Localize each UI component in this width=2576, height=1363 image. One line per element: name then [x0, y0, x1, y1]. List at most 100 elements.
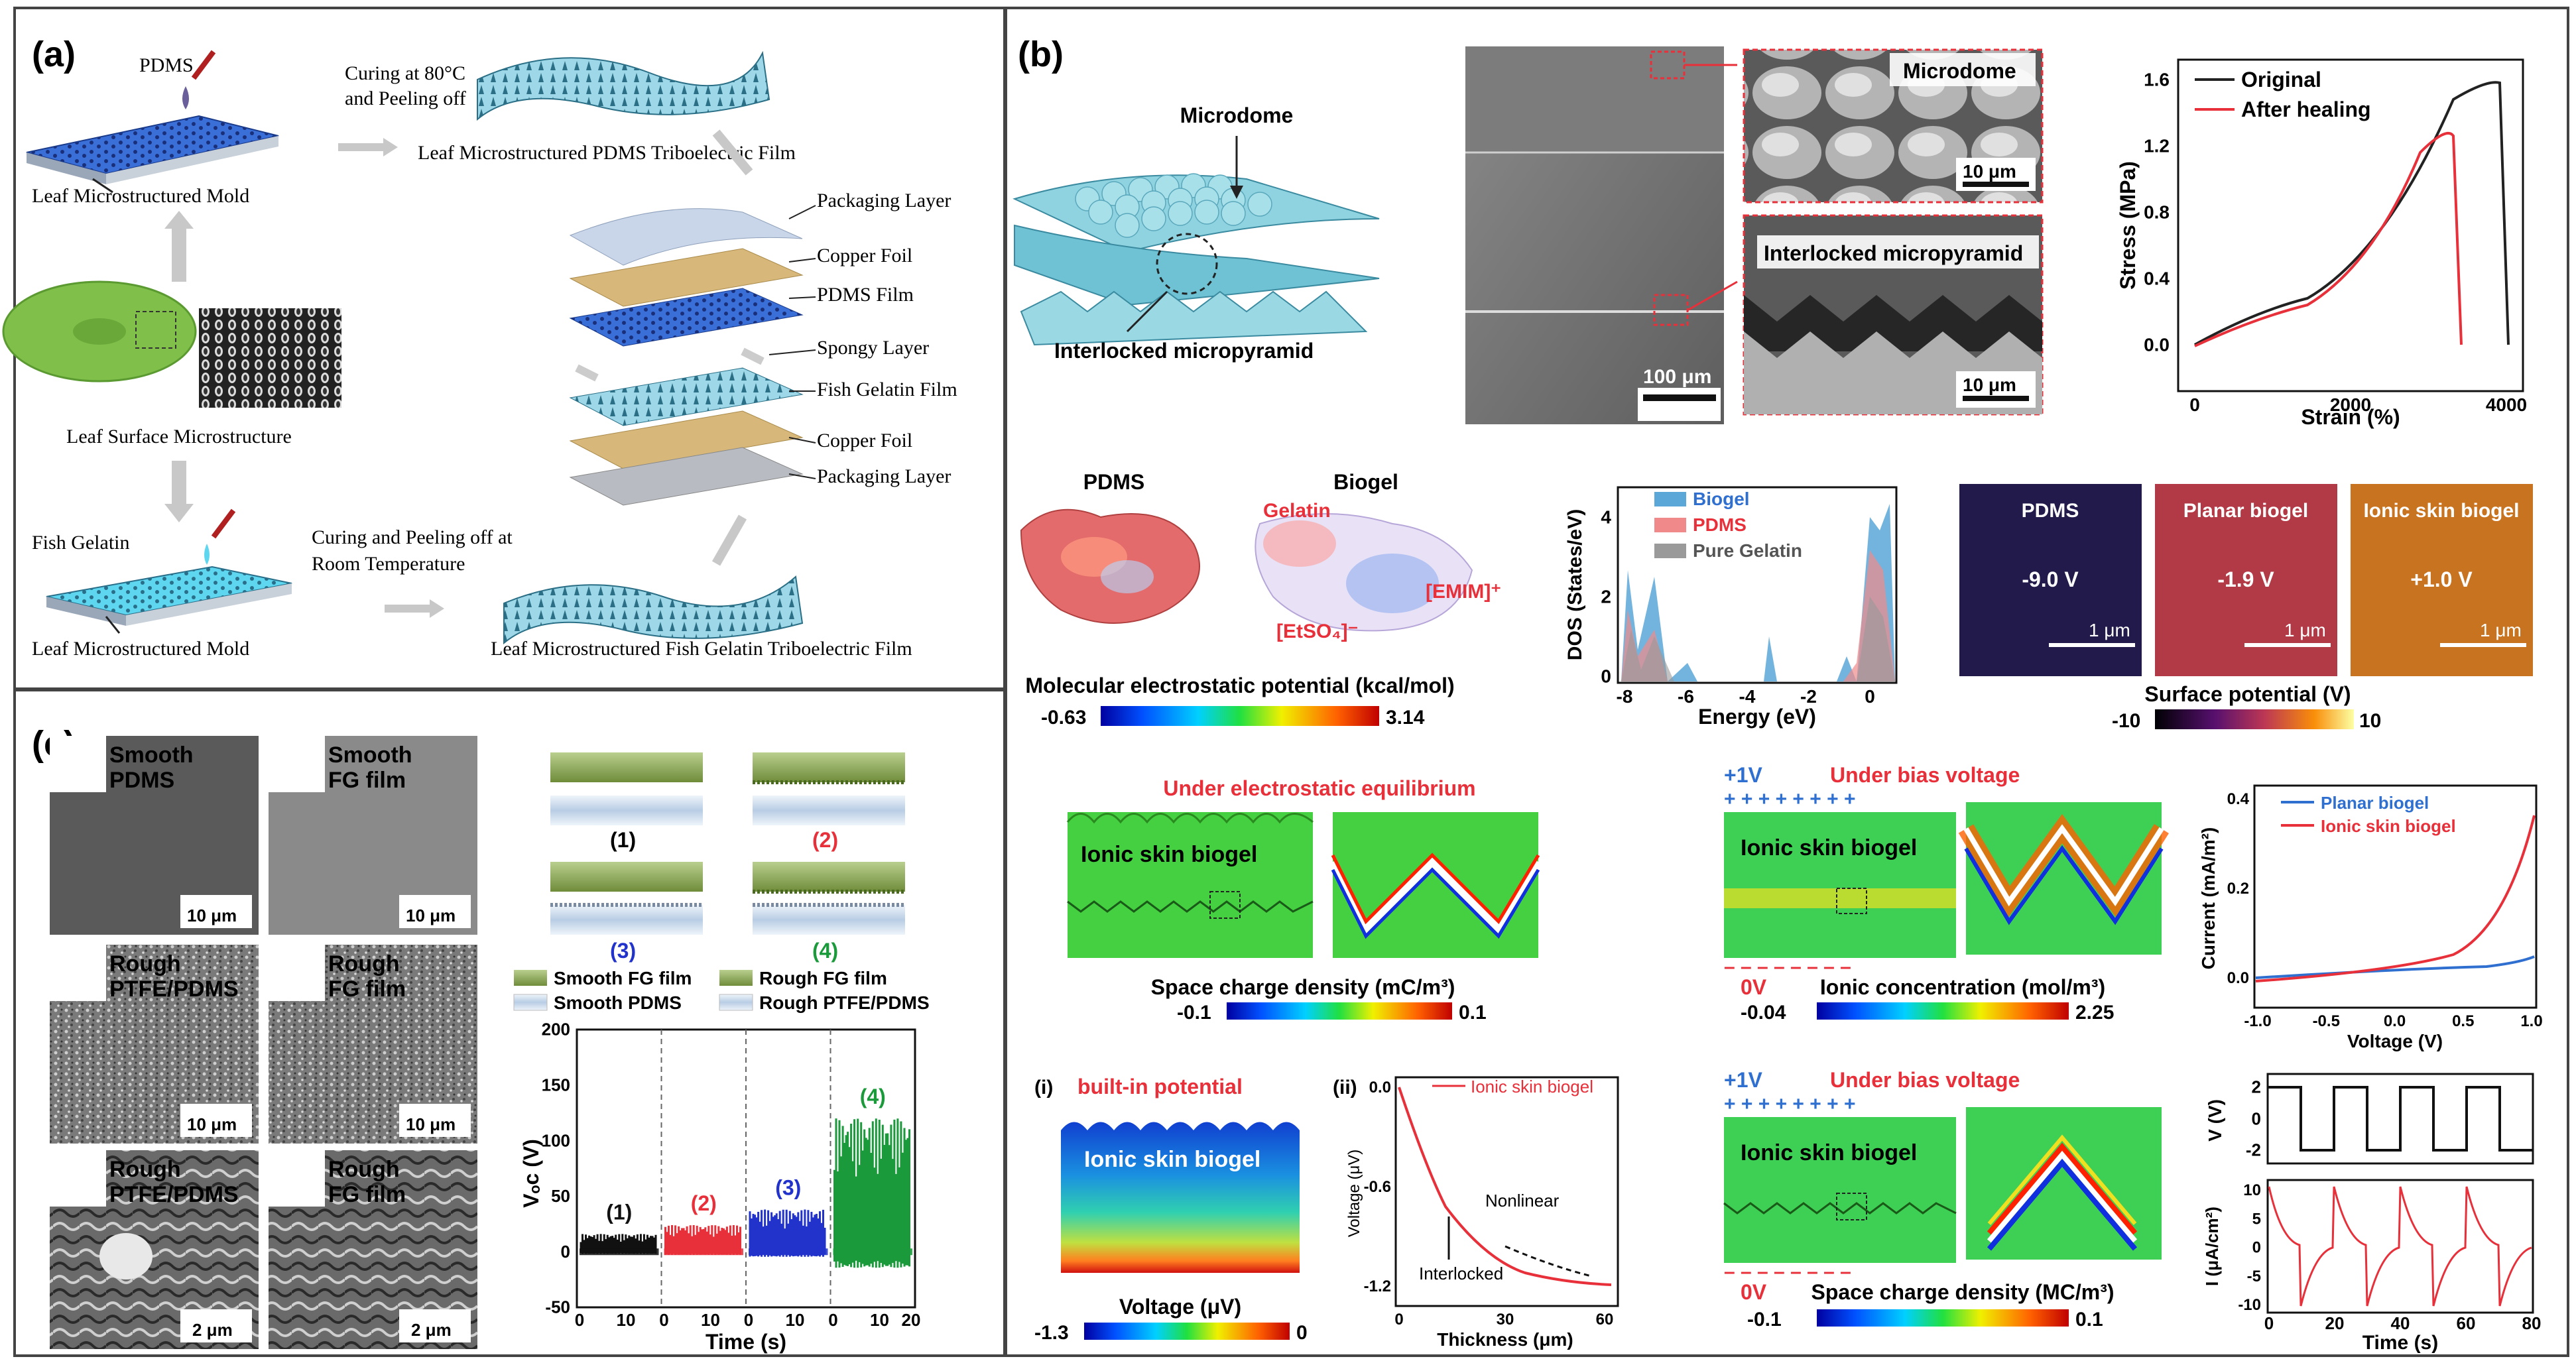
sim3-zoom-positive [1987, 1142, 2138, 1235]
sem-2-line1: Rough [109, 951, 181, 977]
thick-series [1398, 1087, 1612, 1286]
legend-swatch-3 [719, 994, 753, 1011]
mep-max: 3.14 [1386, 707, 1425, 729]
sim3-minus-row: – – – – – – – – [1724, 1261, 1851, 1283]
stress-legend-label-0: Original [2241, 68, 2321, 91]
pulse-i-frame [2266, 1179, 2534, 1314]
iv-axes-frame [2253, 784, 2538, 1009]
sem-interlocked-pyramids [1744, 295, 2042, 351]
sim2-bar-title: Ionic concentration (mol/m³) [1820, 975, 2105, 999]
iv-series-planar [2255, 955, 2535, 979]
pulse-v-frame [2266, 1073, 2534, 1165]
sim3-zoombox [1836, 1193, 1867, 1220]
sim1-body [1068, 812, 1313, 958]
voc-y-tick-3: 50 [551, 1186, 570, 1206]
sem-zoom-microdome: Microdome 10 μm [1743, 48, 2044, 204]
dos-series-gelatin [1621, 597, 1895, 682]
mep-emim-label: [EMIM]⁺ [1426, 581, 1501, 603]
sem-0-line1: Smooth [109, 742, 194, 768]
dos-legend-label-1: PDMS [1693, 514, 1747, 535]
sim-bias-ionic: +1V Under bias voltage + + + + + + + + I… [1724, 763, 2169, 1024]
stress-x-tick-2: 4000 [2486, 394, 2527, 415]
voc-ylabel: Vₒᴄ (V) [519, 1139, 543, 1208]
thick-legend-label: Ionic skin biogel [1471, 1077, 1593, 1096]
dos-y-tick-2: 4 [1601, 506, 1611, 527]
leaf-mold-1-label: Leaf Microstructured Mold [32, 185, 249, 207]
stress-strain-chart: Stress (MPa) Strain (%) Original After h… [2116, 58, 2527, 429]
sim2-title: Under bias voltage [1830, 763, 2020, 787]
thick-x-tick-2: 60 [1596, 1311, 1614, 1329]
config-legend: Smooth FG film Rough FG film Smooth PDMS… [513, 968, 930, 1013]
panel-b: (b) Microdome Interlocked micropyramid [1012, 34, 2543, 1354]
kpfm-scale-1: 1 μm [2284, 620, 2326, 640]
thick-nonlinear-arrow [1504, 1245, 1592, 1277]
sim-equilibrium: Under electrostatic equilibrium Ionic sk… [1066, 776, 1542, 1024]
iv-chart: Current (mA/m²) Voltage (V) Planar bioge… [2198, 784, 2543, 1051]
sim1-zoombox [1209, 891, 1241, 919]
sem-1-scalebox [399, 895, 471, 928]
sim3-zoom-negative [1987, 1158, 2138, 1251]
pulse-chart: V (V) I (μA/cm²) Time (s) 20-21050-5-100… [2202, 1073, 2542, 1354]
sem-10a-scale: 10 μm [1963, 161, 2016, 182]
sem-4-line1: Rough [109, 1157, 181, 1182]
pulse-i-tick-2: 0 [2252, 1239, 2261, 1257]
sem-2-line2: PTFE/PDMS [109, 977, 239, 1002]
gelatin-droplet-icon [204, 544, 210, 565]
config-3-label: (3) [610, 939, 636, 963]
arrow-right-2-head-icon [430, 599, 444, 618]
stack-labels: Packaging Layer Copper Foil PDMS Film Sp… [768, 190, 957, 487]
pdms-label: PDMS [139, 54, 194, 76]
kpfm-scalebar-1 [2244, 643, 2331, 647]
legend-label-0: Smooth FG film [554, 968, 692, 988]
pulse-i-tick-4: -10 [2238, 1296, 2261, 1314]
voc-x-tick-5: 10 [785, 1310, 804, 1330]
config-2-bottom [753, 796, 905, 825]
curing-rt-2-label: Room Temperature [312, 553, 465, 575]
mep-pdms-blue [1101, 560, 1154, 593]
sim2-min: -0.04 [1741, 1002, 1786, 1024]
kpfm-min: -10 [2112, 710, 2140, 732]
stack-packaging-top [569, 208, 803, 266]
kpfm-scalebar-2 [2440, 643, 2526, 647]
iv-legend-label-0: Planar biogel [2321, 793, 2429, 813]
sim1-zoom-negative [1331, 867, 1540, 939]
leaf-surface-label: Leaf Surface Microstructure [66, 426, 292, 447]
stress-series-healed [2194, 132, 2463, 347]
stress-y-tick-2: 0.8 [2144, 202, 2170, 222]
stack-fg [569, 367, 804, 426]
sem-5-line1: Rough [328, 1157, 400, 1182]
stack-pointer-1 [788, 258, 816, 263]
pulse-x-tick-4: 80 [2522, 1313, 2542, 1333]
sim2-minus-row: – – – – – – – – [1724, 956, 1851, 978]
dos-axes-frame [1617, 486, 1898, 684]
stack-pointer-2 [788, 296, 816, 299]
panel-c: (c) Smooth PDMS Smooth FG film Rough PTF… [32, 724, 930, 1354]
thick-label-ii: (ii) [1333, 1077, 1357, 1098]
voc-series-4 [833, 1118, 910, 1268]
voc-y-tick-0: 200 [542, 1020, 570, 1039]
stack-label-3: Spongy Layer [817, 337, 929, 359]
sim3-min: -0.1 [1747, 1309, 1782, 1331]
sim2-colorbar [1817, 1002, 2069, 1020]
leaf-surface-sem [199, 308, 341, 408]
sim2-zoom-interface [1963, 824, 2164, 907]
dos-y-tick-1: 2 [1601, 586, 1611, 607]
iv-xlabel: Voltage (V) [2347, 1031, 2443, 1051]
kpfm-scale-0: 1 μm [2089, 620, 2130, 640]
leaf-fg-film-label: Leaf Microstructured Fish Gelatin Triboe… [491, 638, 912, 660]
stress-x-tick-1: 2000 [2330, 394, 2371, 415]
sem-4-scalebox [180, 1309, 252, 1342]
sim1-zoom-positive [1331, 853, 1540, 925]
sim3-plus-row: + + + + + + + + [1724, 1093, 1856, 1115]
zoom-box [135, 311, 176, 349]
sim1-domes [1066, 813, 1314, 824]
voc-x-tick-7: 10 [870, 1310, 889, 1330]
kpfm-title-2: Ionic skin biogel [2363, 500, 2519, 522]
mep-biogel-red [1263, 520, 1336, 567]
stack-pointer-3 [768, 349, 816, 355]
legend-swatch-0 [514, 970, 547, 986]
sim1-bar-title: Space charge density (mC/m³) [1151, 975, 1455, 999]
arrow-up-head-icon [164, 211, 194, 229]
thick-xlabel: Thickness (μm) [1437, 1329, 1573, 1350]
